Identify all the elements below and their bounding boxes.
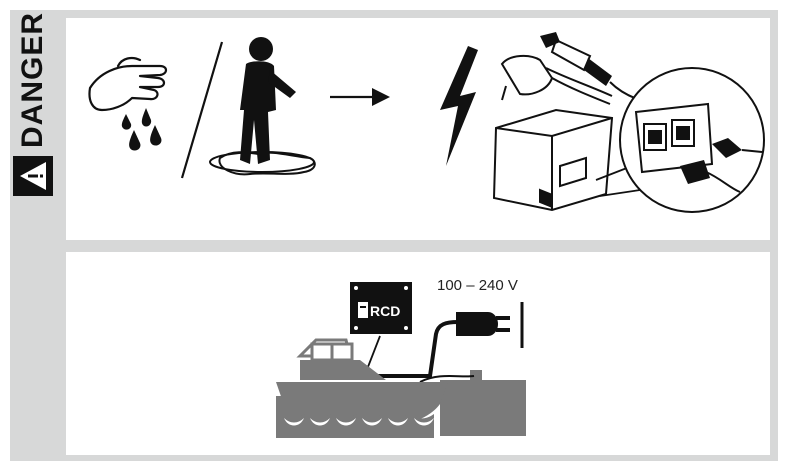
shore-power-plug-icon — [456, 302, 524, 348]
shore-power-cable — [372, 320, 459, 378]
cooler-box-icon — [492, 108, 614, 212]
rcd-label: RCD — [370, 303, 401, 319]
warning-triangle-icon — [13, 156, 53, 196]
car-socket-plug-icon — [540, 32, 641, 101]
mains-plug-icon — [500, 54, 613, 105]
danger-banner: DANGER — [13, 12, 213, 196]
water-drops — [121, 108, 162, 151]
power-sockets-detail-icon — [619, 67, 765, 213]
lightning-bolt-icon — [440, 46, 478, 166]
rcd-connector-line — [365, 335, 381, 373]
voltage-label: 100 – 240 V — [437, 277, 518, 294]
rcd-device-icon — [350, 282, 412, 334]
wave-crests — [284, 418, 434, 426]
water-waves — [276, 414, 434, 438]
wet-hand-icon — [88, 56, 168, 112]
pier-icon — [440, 370, 526, 436]
arrow-right-icon — [330, 88, 390, 106]
divider-slash — [180, 41, 224, 179]
person-in-water-icon — [209, 37, 316, 176]
